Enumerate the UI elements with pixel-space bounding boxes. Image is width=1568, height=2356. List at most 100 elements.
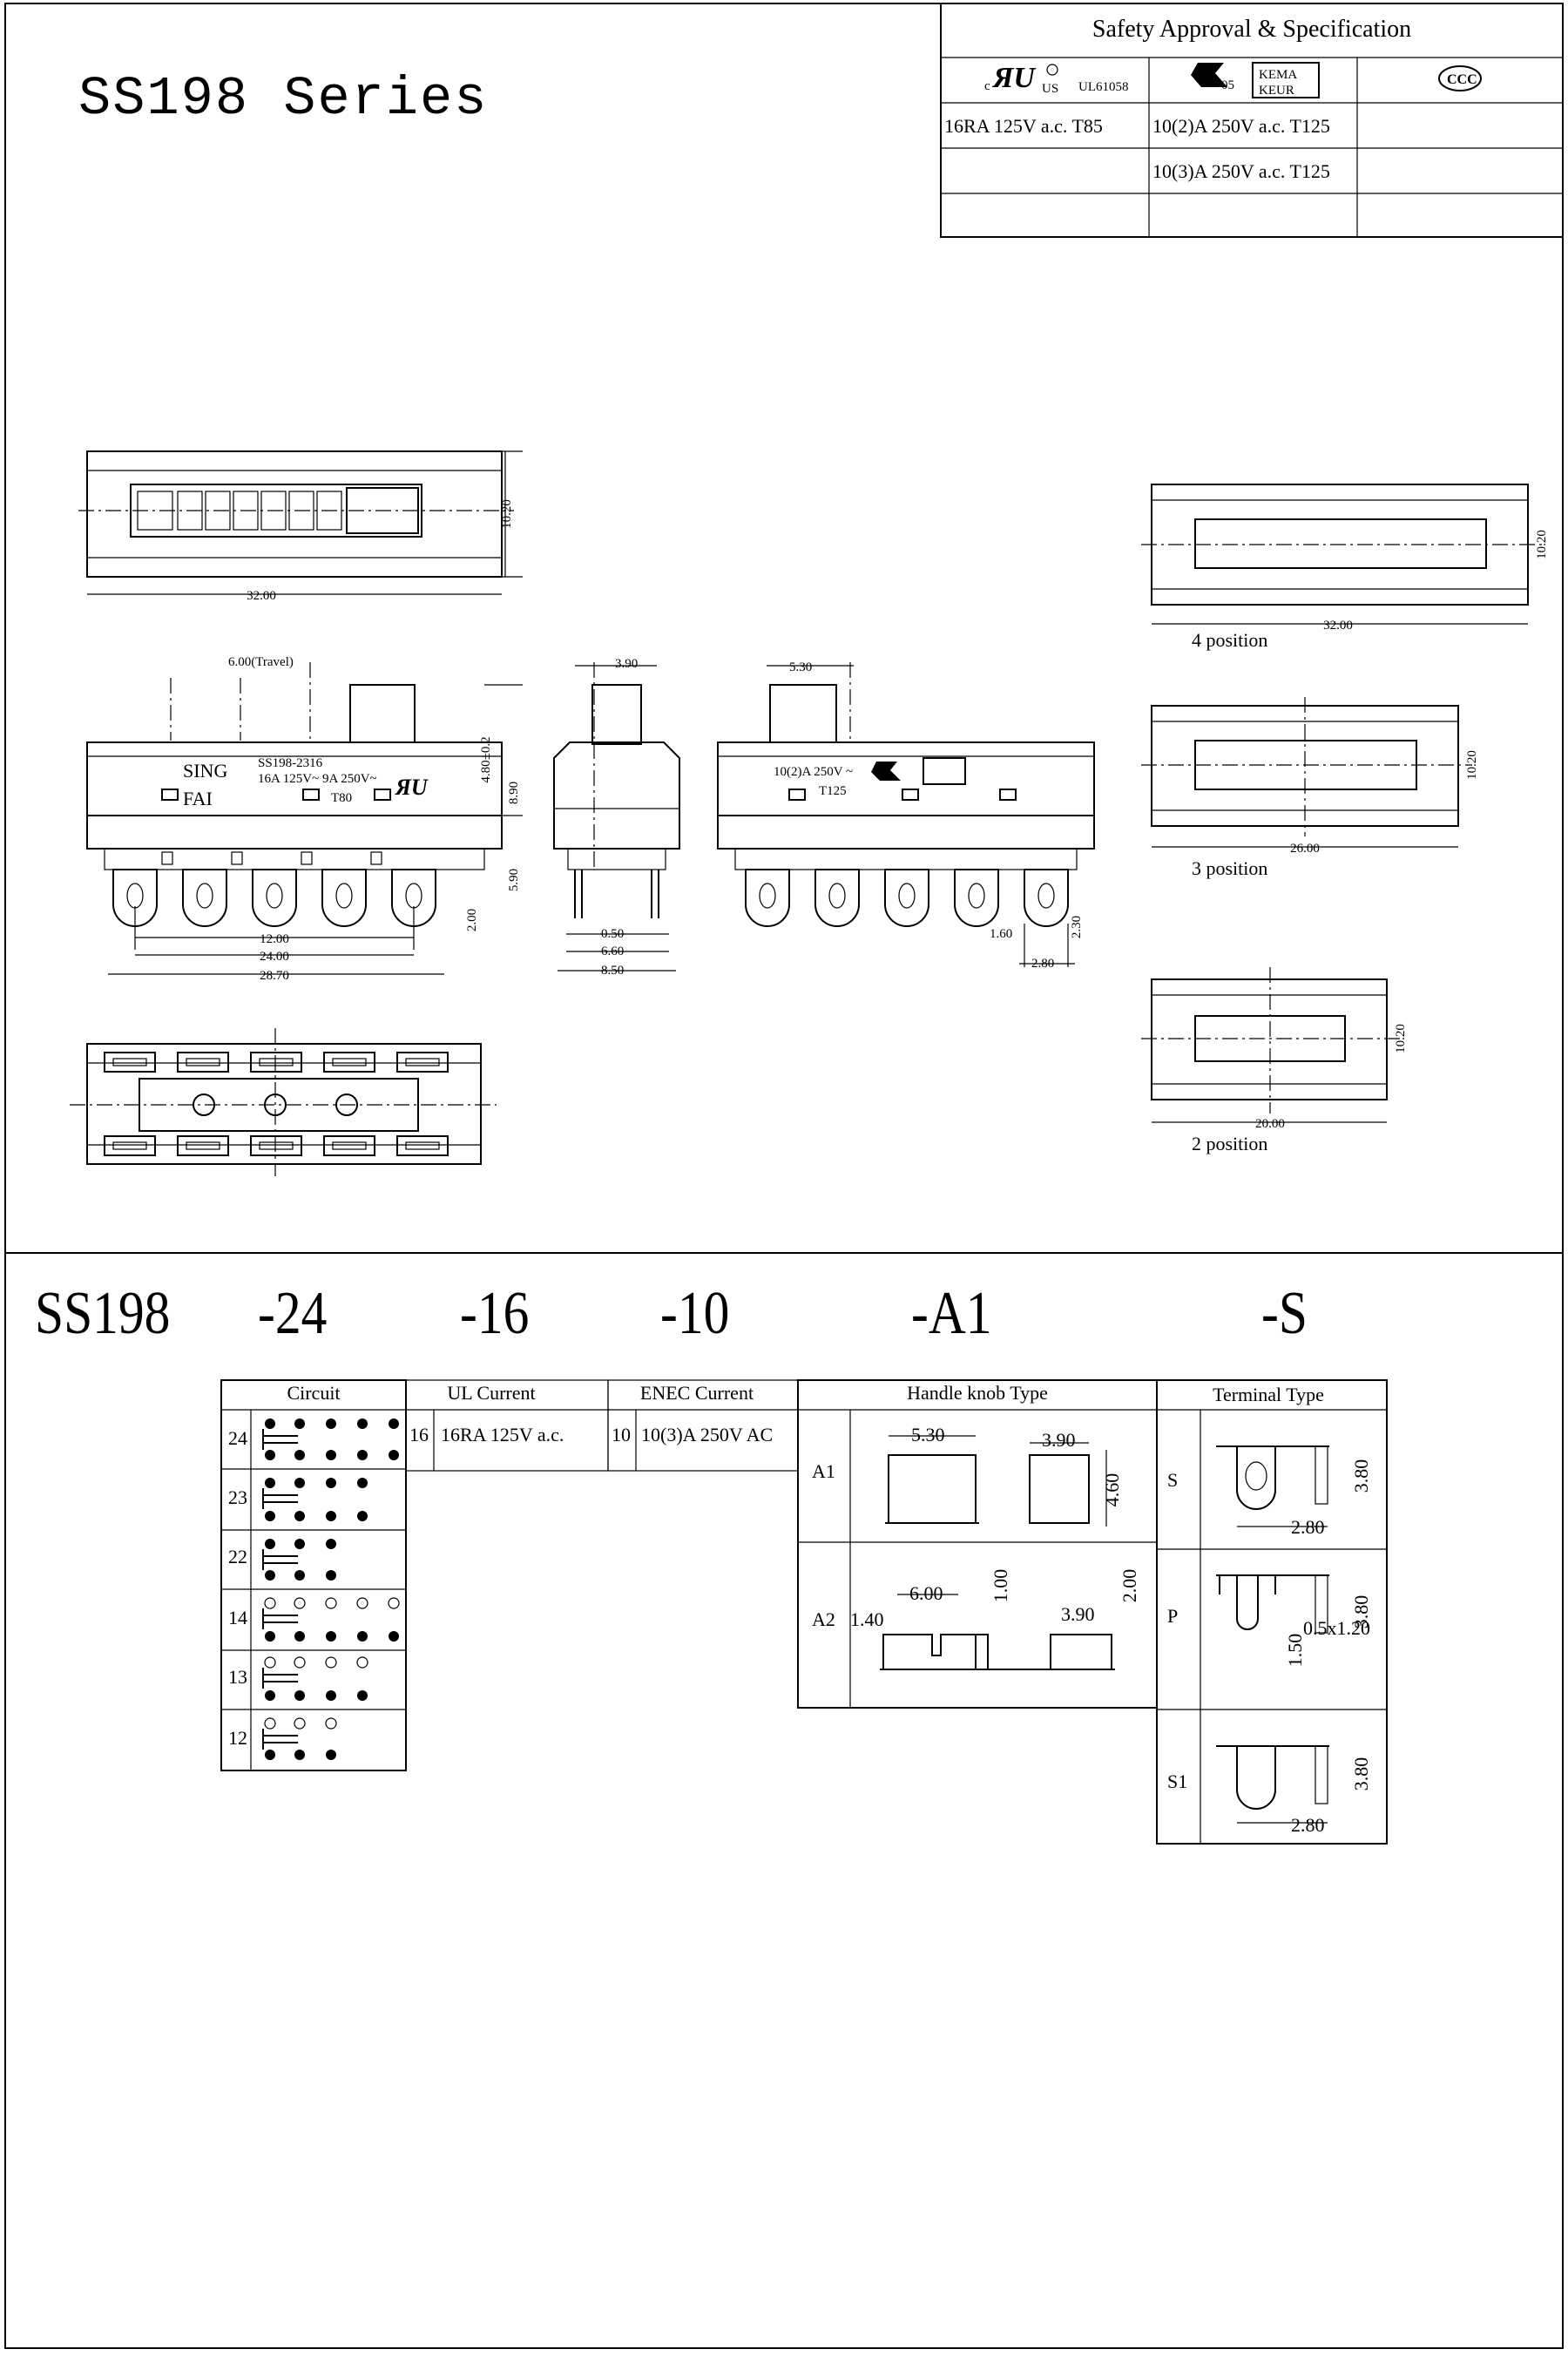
dim-8-5: 8.50 xyxy=(601,964,624,978)
dim-5-3: 5.30 xyxy=(789,660,812,674)
terminal-p-code: P xyxy=(1167,1605,1178,1627)
position-views: 32.00 10.20 4 position 26.00 10.20 3 pos… xyxy=(1141,484,1549,1154)
part-code-terminal: -S xyxy=(1261,1280,1308,1347)
knob-a1-d3: 4.60 xyxy=(1101,1473,1123,1507)
svg-text:KEUR: KEUR xyxy=(1259,84,1294,98)
rating-marking: 16A 125V~ 9A 250V~ xyxy=(258,772,377,786)
knob-a1-sketch: 5.30 3.90 4.60 xyxy=(885,1424,1123,1527)
approval-title: Safety Approval & Specification xyxy=(1092,16,1411,43)
terminal-header: Terminal Type xyxy=(1213,1384,1324,1405)
enec-value: 10(3)A 250V AC xyxy=(641,1424,773,1445)
dim-3-9: 3.90 xyxy=(615,657,638,671)
circuit-23: 23 xyxy=(228,1486,247,1508)
terminal-s-w: 2.80 xyxy=(1291,1516,1325,1538)
knob-a2-d2: 1.00 xyxy=(990,1569,1011,1603)
dim-24: 24.00 xyxy=(260,950,289,964)
terminal-s1-w: 2.80 xyxy=(1291,1814,1325,1836)
svg-text:KEMA: KEMA xyxy=(1259,68,1297,82)
part-code-ul: -16 xyxy=(460,1280,530,1347)
brand-marking: SING xyxy=(183,760,227,782)
ul-code: 16 xyxy=(409,1424,429,1445)
ul-file-number: UL61058 xyxy=(1078,80,1129,94)
rear-view: 5.30 10(2)A 250V ~ T125 1.60 2.30 2.80 xyxy=(717,660,1095,971)
fai-marking: FAI xyxy=(183,788,213,809)
knob-a2-d4: 2.00 xyxy=(1119,1569,1140,1603)
ul-value: 16RA 125V a.c. xyxy=(441,1424,564,1445)
label-2-position: 2 position xyxy=(1192,1133,1267,1154)
dim-12: 12.00 xyxy=(260,932,289,946)
approval-enec-rating-2: 10(3)A 250V a.c. T125 xyxy=(1152,160,1330,182)
label-3-position: 3 position xyxy=(1192,857,1267,879)
part-code-enec: -10 xyxy=(660,1280,730,1347)
dim-1-6: 1.60 xyxy=(990,927,1012,941)
bottom-view xyxy=(70,1028,497,1176)
circuit-22: 22 xyxy=(228,1546,247,1567)
terminal-s-code: S xyxy=(1167,1469,1178,1491)
knob-a1-code: A1 xyxy=(812,1460,835,1482)
enec-kema-mark-icon: 05 KEMA KEUR xyxy=(1191,62,1320,98)
dim-28-7: 28.70 xyxy=(260,969,289,983)
knob-a2-code: A2 xyxy=(812,1608,835,1630)
knob-a2-d1: 6.00 xyxy=(909,1582,943,1604)
terminal-p-h2: 1.50 xyxy=(1284,1634,1306,1668)
circuit-12: 12 xyxy=(228,1727,247,1749)
ul-mark-icon: c ЯU US xyxy=(984,62,1058,96)
terminal-p-w: 0.5x1.20 xyxy=(1303,1617,1370,1639)
dim-2-3: 2.30 xyxy=(1070,916,1084,938)
terminal-s1-code: S1 xyxy=(1167,1770,1187,1792)
terminal-p-sketch: 0.5x1.20 3.80 1.50 xyxy=(1216,1574,1372,1668)
part-code-knob: -A1 xyxy=(911,1280,992,1347)
enec-code: 10 xyxy=(612,1424,631,1445)
dim-pos4-height: 10.20 xyxy=(1535,530,1549,559)
terminal-s-h: 3.80 xyxy=(1350,1459,1372,1493)
dim-pos3-width: 26.00 xyxy=(1290,842,1320,856)
side-view: 3.90 0.50 6.60 8.50 xyxy=(553,657,680,978)
knob-a2-d5: 1.40 xyxy=(850,1608,884,1630)
svg-text:US: US xyxy=(1042,82,1058,96)
approval-table: Safety Approval & Specification c ЯU US … xyxy=(940,3,1564,238)
part-code-series: SS198 xyxy=(35,1280,171,1347)
dim-6-6: 6.60 xyxy=(601,944,624,958)
dim-top-width: 32.00 xyxy=(247,589,276,603)
knob-a2-d3: 3.90 xyxy=(1061,1603,1095,1625)
terminal-s1-sketch: 2.80 3.80 xyxy=(1216,1745,1372,1836)
dim-5-9: 5.90 xyxy=(507,869,521,891)
rear-t125-marking: T125 xyxy=(819,784,847,798)
dim-pos2-height: 10.20 xyxy=(1394,1024,1408,1053)
front-view: 6.00(Travel) SING FAI SS198-2316 16A 125… xyxy=(86,655,523,983)
enec-header: ENEC Current xyxy=(640,1382,754,1404)
circuit-14: 14 xyxy=(228,1607,247,1628)
terminal-s1-h: 3.80 xyxy=(1350,1757,1372,1791)
options-tables: Circuit 24 23 22 14 13 12 UL Current 16 xyxy=(220,1379,1388,1845)
knob-a1-d1: 5.30 xyxy=(911,1424,945,1445)
part-code-circuit: -24 xyxy=(258,1280,328,1347)
dim-pos3-height: 10.20 xyxy=(1465,750,1479,780)
dim-top-height: 10.20 xyxy=(500,499,514,529)
circuit-13: 13 xyxy=(228,1666,247,1688)
approval-enec-rating-1: 10(2)A 250V a.c. T125 xyxy=(1152,115,1330,137)
dim-2: 2.00 xyxy=(465,909,479,931)
model-marking: SS198-2316 xyxy=(258,756,323,770)
dim-4-8: 4.80±0.2 xyxy=(479,736,493,782)
dim-travel: 6.00(Travel) xyxy=(228,655,294,669)
ccc-mark-icon: CCC xyxy=(1438,65,1482,91)
knob-a2-sketch: 6.00 1.00 3.90 2.00 1.40 xyxy=(850,1569,1140,1670)
t80-marking: T80 xyxy=(331,791,352,805)
dim-pos2-width: 20.00 xyxy=(1255,1117,1285,1131)
top-view: 32.00 10.20 xyxy=(78,450,523,603)
svg-text:ЯU: ЯU xyxy=(395,775,429,800)
circuit-header: Circuit xyxy=(287,1382,340,1404)
terminal-s-sketch: 2.80 3.80 xyxy=(1216,1445,1372,1538)
ul-header: UL Current xyxy=(447,1382,535,1404)
dim-pos4-width: 32.00 xyxy=(1323,619,1353,633)
knob-header: Handle knob Type xyxy=(907,1382,1048,1404)
dim-0-5: 0.50 xyxy=(601,927,624,941)
svg-text:CCC: CCC xyxy=(1447,72,1477,87)
rear-rating-marking: 10(2)A 250V ~ xyxy=(774,765,853,779)
dim-2-8: 2.80 xyxy=(1031,957,1054,971)
approval-ul-rating: 16RA 125V a.c. T85 xyxy=(944,115,1103,137)
dim-8-9: 8.90 xyxy=(507,782,521,804)
sheet-border xyxy=(4,3,1564,2349)
